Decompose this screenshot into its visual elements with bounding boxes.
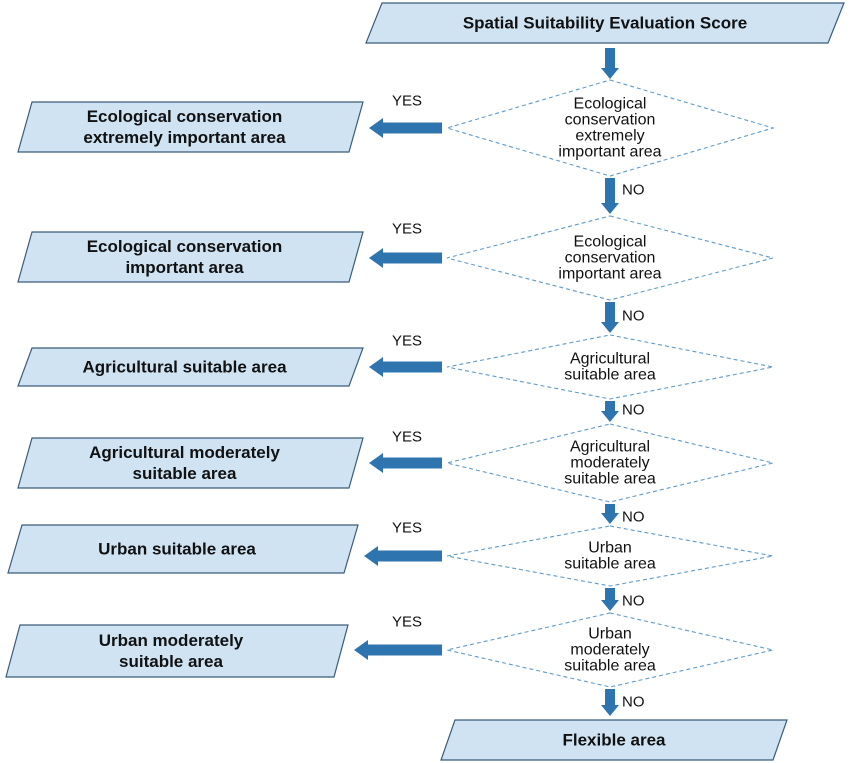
decision-diamond-1 bbox=[445, 79, 775, 177]
arrow-down-start bbox=[601, 48, 619, 79]
arrow-no-3 bbox=[601, 401, 619, 422]
arrow-no-5 bbox=[601, 588, 619, 611]
outcome-label-2: important area bbox=[125, 258, 244, 277]
outcome-label-5: Urban suitable area bbox=[98, 540, 256, 559]
no-label-1: NO bbox=[622, 182, 645, 199]
outcome-label-1: Ecological conservation bbox=[87, 107, 283, 126]
outcome-box-1 bbox=[17, 101, 364, 153]
start-box bbox=[365, 2, 845, 44]
no-label-6: NO bbox=[622, 694, 645, 711]
decision-label-3: Agricultural bbox=[570, 351, 650, 368]
arrow-yes-5 bbox=[364, 546, 442, 566]
end-box bbox=[440, 719, 788, 761]
decision-label-4: suitable area bbox=[564, 471, 656, 488]
outcome-label-6: suitable area bbox=[119, 652, 223, 671]
yes-label-5: YES bbox=[392, 520, 422, 537]
yes-label-1: YES bbox=[392, 93, 422, 110]
arrow-no-6 bbox=[601, 689, 619, 716]
end-box-label: Flexible area bbox=[562, 731, 666, 750]
decision-diamond-3 bbox=[446, 334, 774, 400]
arrow-yes-4 bbox=[369, 453, 442, 473]
decision-label-6: Urban bbox=[588, 626, 632, 643]
outcome-label-6: Urban moderately bbox=[99, 631, 244, 650]
arrow-yes-3 bbox=[369, 357, 442, 377]
no-label-2: NO bbox=[622, 308, 645, 325]
outcome-label-3: Agricultural suitable area bbox=[82, 358, 287, 377]
decision-label-6: moderately bbox=[570, 642, 649, 659]
decision-label-6: suitable area bbox=[564, 658, 656, 675]
decision-label-1: extremely bbox=[575, 128, 644, 145]
outcome-label-4: Agricultural moderately bbox=[89, 443, 280, 462]
decision-label-5: Urban bbox=[588, 540, 632, 557]
outcome-box-4 bbox=[17, 437, 364, 489]
outcome-box-3 bbox=[17, 347, 364, 387]
yes-label-3: YES bbox=[392, 333, 422, 350]
arrow-no-1 bbox=[601, 178, 619, 214]
decision-label-2: conservation bbox=[565, 250, 656, 267]
start-box-label: Spatial Suitability Evaluation Score bbox=[463, 14, 747, 33]
decision-label-4: Agricultural bbox=[570, 439, 650, 456]
outcome-label-1: extremely important area bbox=[83, 128, 286, 147]
no-label-3: NO bbox=[622, 402, 645, 419]
outcome-box-6 bbox=[5, 624, 349, 678]
decision-label-4: moderately bbox=[570, 455, 649, 472]
outcome-box-5 bbox=[7, 524, 359, 574]
yes-label-6: YES bbox=[392, 614, 422, 631]
yes-label-4: YES bbox=[392, 429, 422, 446]
decision-label-1: important area bbox=[558, 144, 661, 161]
decision-label-3: suitable area bbox=[564, 367, 656, 384]
arrow-yes-2 bbox=[369, 248, 442, 268]
arrow-no-4 bbox=[601, 504, 619, 524]
no-label-4: NO bbox=[622, 509, 645, 526]
no-label-5: NO bbox=[622, 593, 645, 610]
decision-diamond-2 bbox=[446, 215, 774, 301]
arrow-no-2 bbox=[601, 302, 619, 333]
arrow-yes-1 bbox=[369, 118, 442, 138]
outcome-label-4: suitable area bbox=[133, 464, 237, 483]
outcome-box-2 bbox=[17, 231, 364, 283]
decision-label-2: important area bbox=[558, 266, 661, 283]
arrow-yes-6 bbox=[354, 640, 442, 660]
outcome-label-2: Ecological conservation bbox=[87, 237, 283, 256]
decision-label-2: Ecological bbox=[574, 234, 647, 251]
yes-label-2: YES bbox=[392, 221, 422, 238]
decision-label-5: suitable area bbox=[564, 556, 656, 573]
decision-diamond-5 bbox=[446, 525, 774, 587]
decision-label-1: conservation bbox=[565, 112, 656, 129]
decision-label-1: Ecological bbox=[574, 96, 647, 113]
